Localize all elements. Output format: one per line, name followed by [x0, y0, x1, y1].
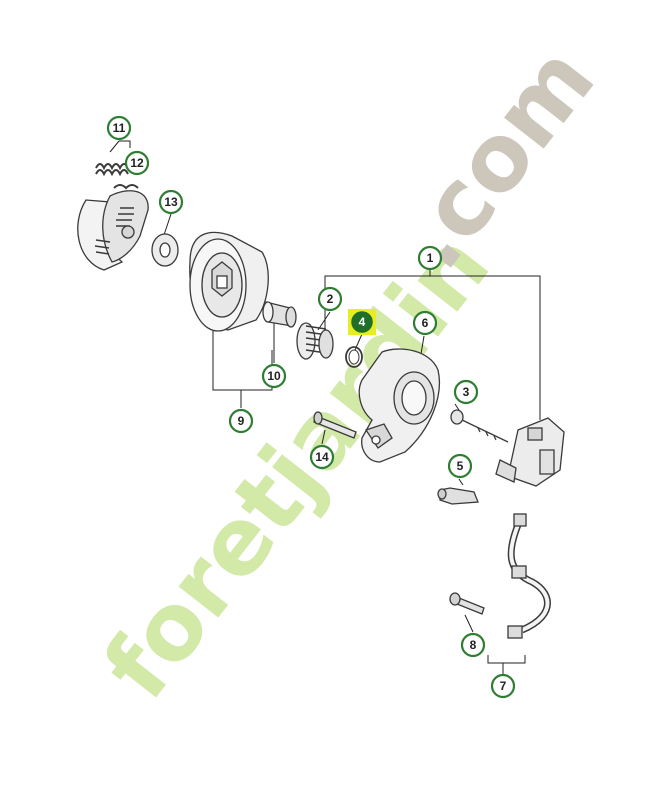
o-ring	[345, 346, 363, 368]
adjust-screw	[450, 409, 509, 443]
pump-screw	[313, 411, 357, 439]
callout-12[interactable]: 12	[124, 150, 150, 176]
callout-9-label: 9	[238, 414, 245, 428]
callout-1-label: 1	[427, 251, 434, 265]
clutch-assembly	[77, 184, 149, 271]
callout-10-label: 10	[267, 369, 281, 383]
callout-9[interactable]: 9	[228, 408, 254, 434]
callout-13-label: 13	[164, 195, 178, 209]
callout-4-label: 4	[359, 315, 366, 329]
oil-pump-housing	[358, 348, 440, 463]
callout-13[interactable]: 13	[158, 189, 184, 215]
callout-8[interactable]: 8	[460, 632, 486, 658]
callout-2[interactable]: 2	[317, 286, 343, 312]
callout-7[interactable]: 7	[490, 673, 516, 699]
callout-5[interactable]: 5	[447, 453, 473, 479]
callout-14[interactable]: 14	[309, 444, 335, 470]
callout-10[interactable]: 10	[261, 363, 287, 389]
needle-bearing	[262, 301, 297, 328]
callout-8-label: 8	[470, 638, 477, 652]
callouts: 11 12 13 1 2 4 6 10	[106, 115, 516, 699]
callout-5-label: 5	[457, 459, 464, 473]
callout-3-label: 3	[463, 385, 470, 399]
callout-1[interactable]: 1	[417, 245, 443, 271]
parts	[77, 163, 565, 639]
clutch-spring	[95, 163, 129, 177]
clutch-washer	[151, 233, 179, 267]
oil-pump-body	[495, 417, 565, 487]
callout-6[interactable]: 6	[412, 310, 438, 336]
clutch-drum	[189, 231, 269, 332]
watermark: foretjardin .com	[83, 27, 615, 719]
watermark-text-suffix: .com	[378, 27, 615, 289]
callout-4[interactable]: 4	[348, 309, 376, 335]
callout-14-label: 14	[315, 450, 329, 464]
callout-2-label: 2	[327, 292, 334, 306]
callout-7-label: 7	[500, 679, 507, 693]
worm-gear	[296, 322, 334, 360]
watermark-text-main: foretjardin	[83, 214, 510, 719]
callout-11-label: 11	[113, 121, 126, 135]
callout-6-label: 6	[422, 316, 429, 330]
callout-11[interactable]: 11	[106, 115, 132, 141]
oil-hose	[507, 513, 551, 639]
callout-3[interactable]: 3	[453, 379, 479, 405]
callout-12-label: 12	[130, 156, 144, 170]
hose-fitting	[437, 487, 479, 505]
oil-filter	[449, 592, 485, 615]
